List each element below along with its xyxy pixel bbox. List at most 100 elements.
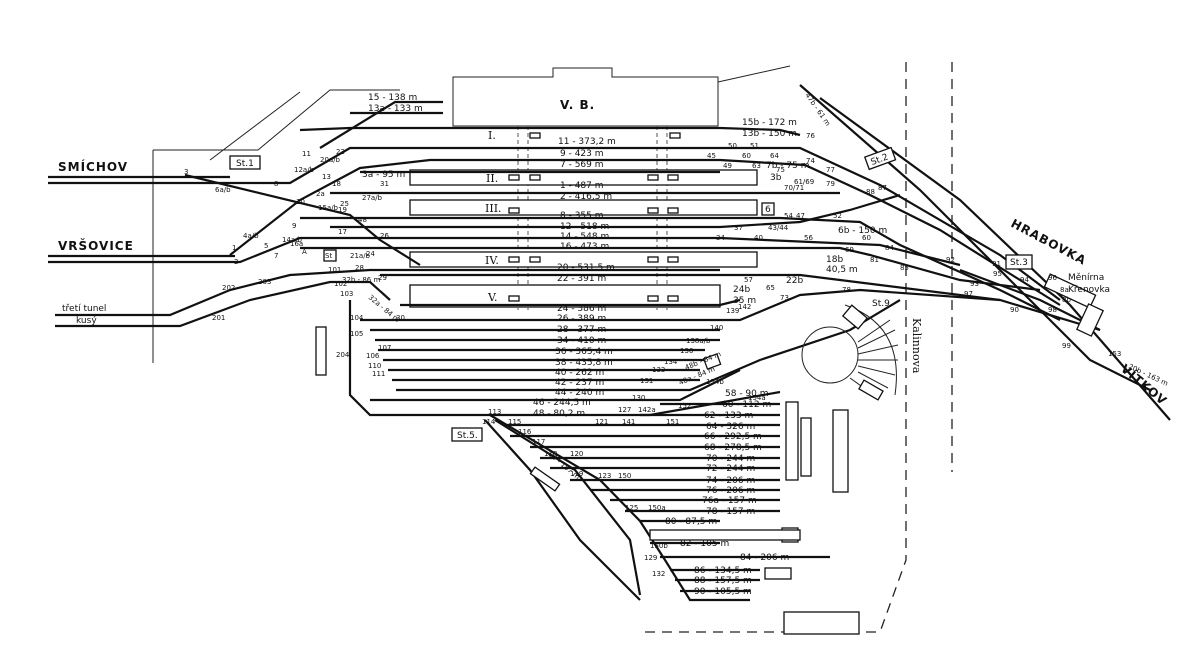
track-label-11: 11 - 373,2 m (558, 137, 616, 147)
track-label-26: 26 - 389 m (557, 314, 606, 324)
label-treti-tunel: třetí tunel (62, 304, 106, 314)
switch-number: 48 (358, 216, 367, 224)
track-label-74: 74 - 206 m (706, 476, 755, 486)
switch-number: 141 (622, 418, 635, 426)
switch-number: 52 (833, 212, 842, 220)
switch-number: 101 (328, 266, 341, 274)
track-labels-main: 11 - 373,2 m 9 - 423 m 7 - 569 m 1 - 487… (533, 137, 616, 419)
switch-number: 3 (184, 168, 188, 176)
switch-number: 150a (648, 504, 666, 512)
switch-number: 18 (332, 180, 341, 188)
main-tracks (48, 84, 1171, 421)
switch-number: 119 (570, 470, 583, 478)
switch-number: 40 (754, 234, 763, 242)
switch-number: 6a/b (215, 186, 231, 194)
switch-number: 93 (970, 280, 979, 288)
switch-number: 99 (1062, 342, 1071, 350)
track-label-40: 40 - 262 m (555, 368, 604, 378)
label-menirna: Měnírna (1068, 273, 1104, 283)
track-label-24b: 24b (733, 285, 750, 295)
station-9-label: St.9 (872, 299, 890, 309)
switch-number: 201 (212, 314, 225, 322)
switch-number: 142 (738, 303, 751, 311)
track-label-70: 70 - 244 m (706, 454, 755, 464)
track-label-15: 15 - 138 m (368, 93, 417, 103)
platform-4-label: IV. (485, 254, 499, 267)
box-8a: 8a (1060, 286, 1069, 294)
switch-number: 120 (570, 450, 583, 458)
switch-number: 9 (292, 222, 296, 230)
track-label-38: 38 - 435,8 m (555, 358, 613, 368)
switch-number: 111 (372, 370, 385, 378)
switch-number: 20a/b (320, 156, 341, 164)
switch-number: 13 (322, 173, 331, 181)
switch-number: 130 (632, 394, 645, 402)
switch-number: 127 (618, 406, 631, 414)
switch-number: 150b (650, 542, 668, 550)
track-label-28: 28 - 377 m (557, 325, 606, 335)
switch-number: 106 (366, 352, 380, 360)
switch-number: 118 (544, 450, 557, 458)
switch-number: 133 (652, 366, 665, 374)
switch-number: 115 (508, 418, 521, 426)
switch-number: 154a (748, 394, 766, 402)
track-label-78: 78 - 157 m (706, 507, 755, 517)
switch-number: 131 (640, 377, 653, 385)
switch-number: 75 (776, 166, 785, 174)
station-3-label: St.3 (1010, 258, 1028, 268)
track-label-20: 20 - 531,5 m (557, 263, 615, 273)
switch-number: 65 (766, 284, 775, 292)
switch-number: 49 (723, 162, 732, 170)
switch-number: 87 (878, 184, 887, 192)
switch-number: 114 (482, 418, 496, 426)
switch-number: 61/69 (794, 178, 814, 186)
track-label-7b: 7b - 75 m (766, 161, 810, 171)
station-5-label: St.5. (457, 431, 478, 441)
switch-number: 107 (378, 344, 391, 352)
switch-number: 70/71 (784, 184, 804, 192)
switch-number: 139 (726, 307, 739, 315)
switch-number: 81 (870, 256, 879, 264)
switch-number: 134 (664, 358, 678, 366)
track-label-80: 80 - 87,5 m (665, 517, 717, 527)
track-label-76: 76 - 206 m (706, 486, 755, 496)
switch-number: 25 (340, 200, 349, 208)
station-1-label: St.1 (236, 159, 254, 169)
switch-number: 203 (258, 278, 271, 286)
switch-number: 136 (680, 347, 694, 355)
label-krenovka: Křenovka (1068, 285, 1110, 295)
switch-number: 28 (355, 264, 364, 272)
switch-number: 60 (742, 152, 751, 160)
track-labels-yard: 58 - 90 m 60 - 112 m 62 - 133 m 64 - 326… (665, 389, 789, 597)
track-label-72: 72 - 244 m (706, 464, 755, 474)
switch-number: 85 (900, 264, 909, 272)
track-label-34: 34 - 410 m (557, 336, 606, 346)
track-label-86: 86 - 134,5 m (694, 566, 752, 576)
switch-number: 123 (598, 472, 611, 480)
switch-number: 56 (804, 234, 813, 242)
switch-number: 116 (518, 428, 532, 436)
track-label-36: 36 - 365,4 m (555, 347, 613, 357)
track-label-3a: 3a - 95 m (362, 170, 405, 180)
switch-number: 151 (666, 418, 679, 426)
box-st-west: St (325, 252, 332, 260)
switch-number: 79 (826, 180, 835, 188)
track-label-88: 88 - 157,5 m (694, 576, 752, 586)
switch-number: 1 (232, 244, 236, 252)
switch-number: 27a/b (362, 194, 383, 202)
track-label-14: 14 - 548 m (560, 232, 609, 242)
station-boxes: St.1 St.2 St.3 St.5. St.9 St 6 8a 8b (229, 146, 1105, 442)
box-8b: 8b (1062, 296, 1071, 304)
switch-number: 50 (728, 142, 737, 150)
track-label-3b: 3b (770, 173, 782, 183)
switch-number: 15a/b (318, 204, 339, 212)
switch-number: 77 (826, 166, 835, 174)
switch-number: 69 (845, 246, 854, 254)
box-6: 6 (765, 205, 771, 215)
track-label-44: 44 - 240 m (555, 388, 604, 398)
switch-number: 54 (784, 212, 793, 220)
track-label-22b: 22b (786, 276, 803, 286)
switch-number: 60 (862, 234, 871, 242)
platform-5 (409, 284, 721, 308)
switch-number: 34 (716, 234, 725, 242)
